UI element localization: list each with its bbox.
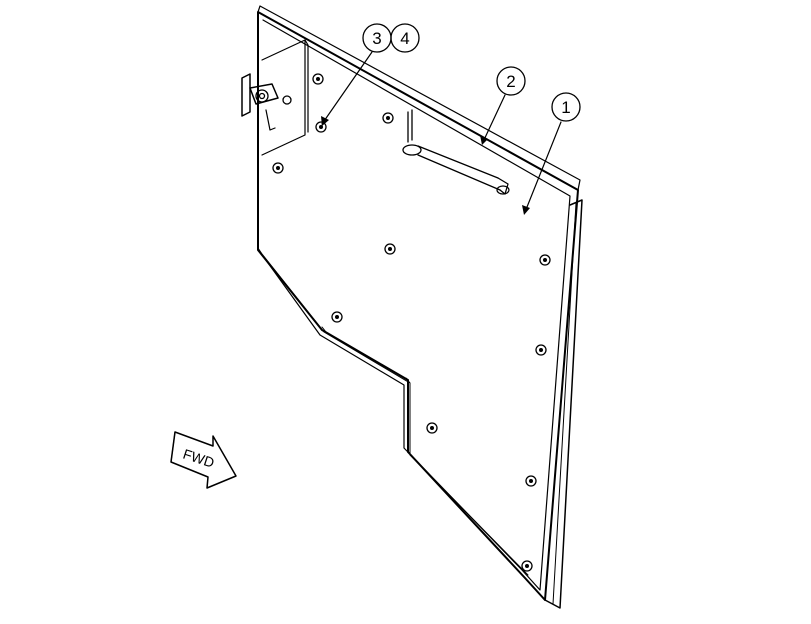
leader-arrowhead-2 — [480, 135, 488, 145]
mounting-plate — [261, 39, 309, 156]
callout-1-label: 1 — [561, 98, 570, 117]
leader-arrowhead-1 — [522, 205, 530, 215]
leader-line-1 — [524, 121, 562, 213]
callout-2-label: 2 — [506, 72, 515, 91]
fastener — [426, 422, 438, 434]
callout-4: 4 — [390, 23, 420, 53]
fastener — [382, 112, 394, 124]
fastener — [312, 73, 324, 85]
fastener — [539, 254, 551, 266]
hinge-bracket — [241, 73, 292, 131]
leader-arrowhead-3 — [321, 116, 329, 126]
callout-2: 2 — [496, 66, 526, 96]
fastener — [384, 243, 396, 255]
fastener — [521, 560, 533, 572]
callout-1: 1 — [551, 92, 581, 122]
fastener — [535, 344, 547, 356]
callout-4-label: 4 — [400, 29, 409, 48]
fastener — [272, 162, 284, 174]
leader-lines — [321, 51, 562, 215]
side-panel — [257, 5, 583, 609]
fastener — [331, 311, 343, 323]
leader-line-2 — [482, 94, 506, 143]
fastener — [525, 475, 537, 487]
fasteners — [272, 73, 551, 572]
support-rod — [402, 109, 510, 195]
leader-line-3 — [321, 51, 373, 125]
callout-3-label: 3 — [372, 29, 381, 48]
fwd-arrow: FWD — [170, 431, 237, 489]
fwd-label: FWD — [181, 446, 216, 471]
callout-3: 3 — [362, 23, 392, 53]
